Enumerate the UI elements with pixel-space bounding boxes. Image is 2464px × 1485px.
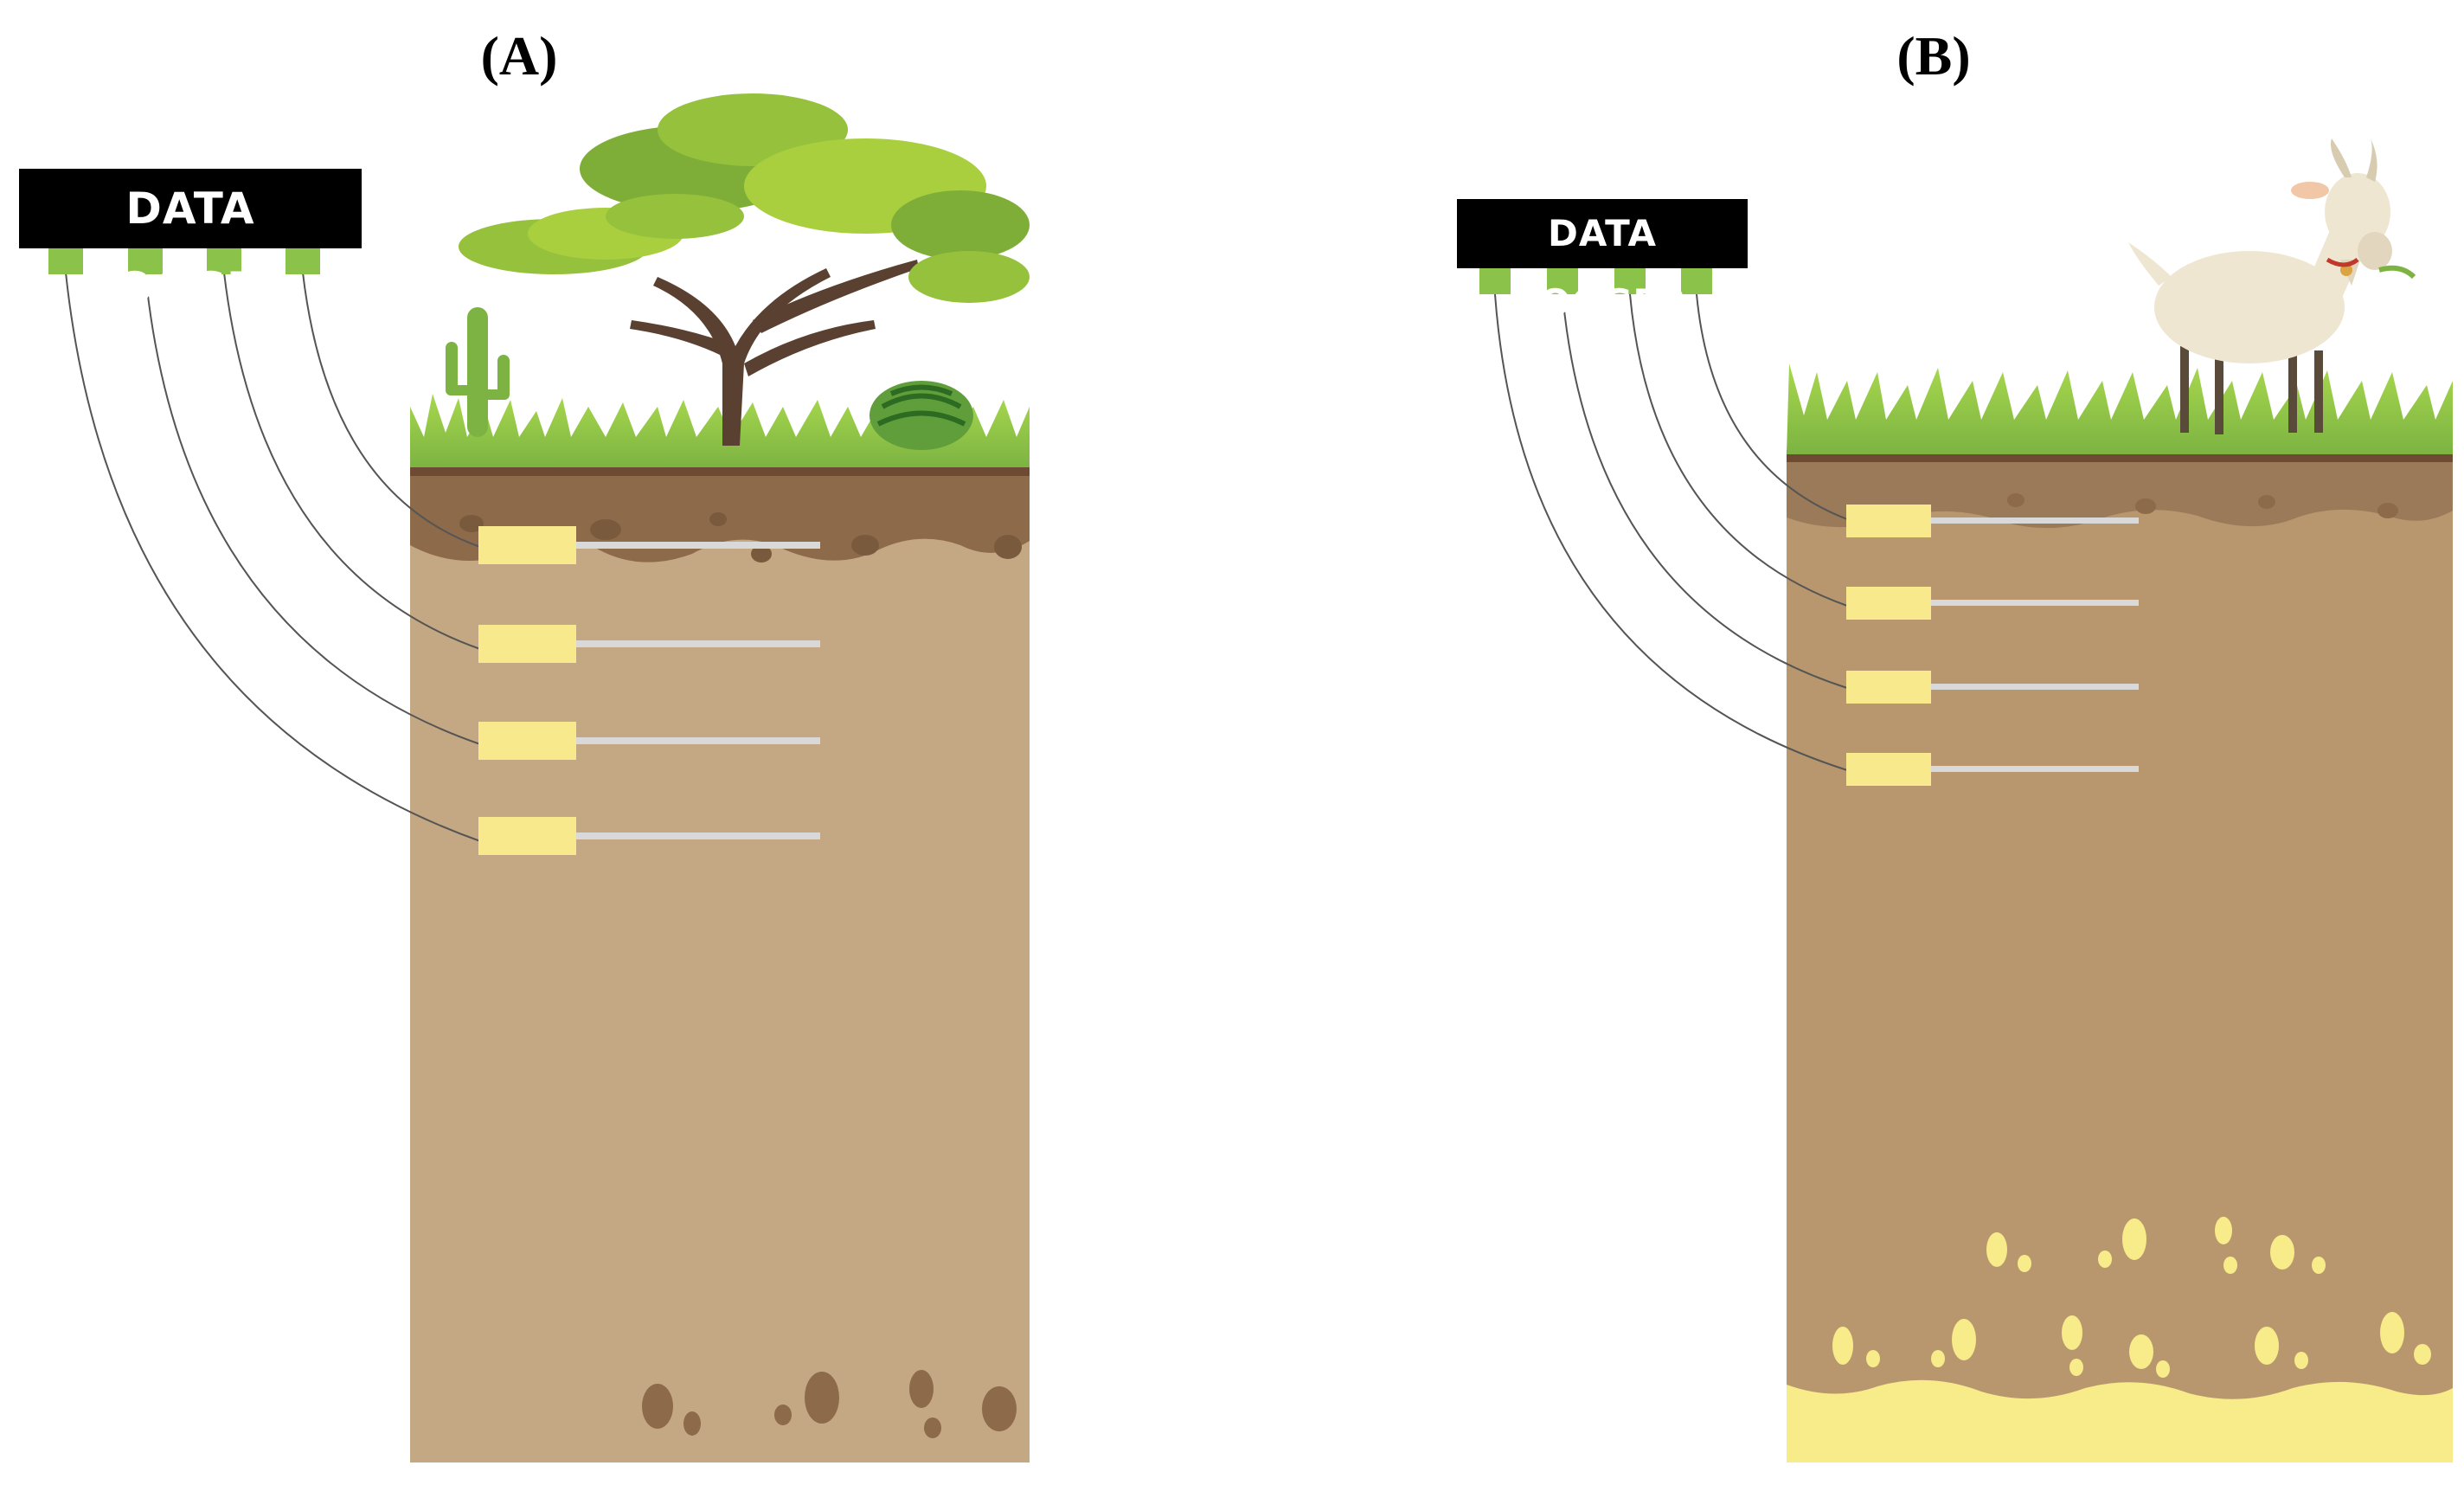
topsoil-pebbles-a [459, 512, 1022, 562]
soil-moisture-sensor-icon [1846, 753, 1931, 786]
panel-b-label: (B) [1896, 25, 1971, 87]
sensor-rod [576, 737, 820, 744]
grass-icon [410, 394, 1030, 467]
logger-ports-a [48, 245, 320, 274]
soil-moisture-sensor-icon [1846, 505, 1931, 537]
logger-ports-b [1479, 265, 1712, 294]
goat-icon [2128, 138, 2416, 434]
sensor-rod [576, 640, 820, 647]
panel-b [1479, 138, 2453, 1462]
sensor-rod [1931, 518, 2139, 524]
sensor-rod [1931, 600, 2139, 606]
sensor-rod [576, 832, 820, 839]
soil-moisture-sensor-icon [478, 817, 576, 855]
sensor-rod [1931, 684, 2139, 690]
sensor-cables-b [1494, 293, 1848, 771]
topsoil-pebbles-b [2007, 493, 2398, 518]
data-logger-label-a: DATA LOGGER [89, 183, 292, 313]
panel-a [48, 93, 1030, 1462]
soil-moisture-sensor-icon [478, 722, 576, 760]
panel-a-label: (A) [480, 25, 558, 87]
sensor-rod [1931, 766, 2139, 772]
soil-moisture-sensor-icon [1846, 587, 1931, 620]
soil-moisture-sensor-icon [478, 526, 576, 564]
soil-profile-b [1787, 454, 2453, 1462]
soil-moisture-sensors-a [478, 526, 820, 855]
soil-moisture-sensor-icon [1846, 671, 1931, 704]
soil-moisture-sensor-icon [478, 625, 576, 663]
soil-profile-a [410, 467, 1030, 1462]
calcrete-nodules-b [1832, 1217, 2431, 1378]
sensor-cables-a [65, 272, 481, 842]
deep-rocks-a [642, 1370, 1017, 1438]
watermelon-icon [869, 381, 973, 450]
data-logger-box-a: DATA LOGGER [19, 169, 362, 313]
data-logger-box-b: DATA LOGGER [1457, 199, 1748, 324]
data-logger-label-b: DATA LOGGER [1517, 212, 1688, 324]
sensor-rod [576, 542, 820, 549]
acacia-tree-icon [459, 93, 1030, 446]
grass-icon [1787, 363, 2453, 454]
cactus-icon [446, 307, 510, 437]
calcrete-layer-b [1787, 1379, 2453, 1462]
topsoil-layer-b [1787, 454, 2453, 529]
soil-moisture-sensors-b [1846, 505, 2139, 786]
